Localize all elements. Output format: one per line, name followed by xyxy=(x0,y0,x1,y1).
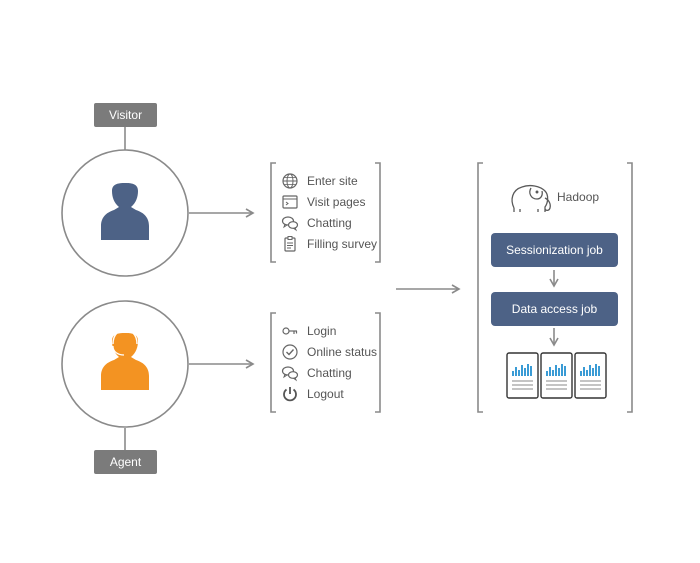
visitor-event-list: Enter site Visit pages Chatting Filling … xyxy=(281,172,377,256)
list-item-label: Chatting xyxy=(307,366,352,380)
hadoop-elephant-icon xyxy=(511,184,551,212)
report-document-icon xyxy=(574,352,607,399)
data-access-job-box: Data access job xyxy=(491,292,618,326)
chat-bubbles-icon xyxy=(281,214,299,232)
report-document-icon xyxy=(540,352,573,399)
list-item: Enter site xyxy=(281,172,358,190)
list-item: Chatting xyxy=(281,214,352,232)
list-item-label: Visit pages xyxy=(307,195,366,209)
list-item: Visit pages xyxy=(281,193,365,211)
agent-list-right-bracket xyxy=(375,312,381,413)
list-item-label: Logout xyxy=(307,387,344,401)
agent-person-icon xyxy=(101,329,149,390)
report-documents xyxy=(506,352,607,399)
visitor-tag: Visitor xyxy=(94,103,157,127)
list-item: Filling survey xyxy=(281,235,377,253)
list-item-label: Enter site xyxy=(307,174,358,188)
visitor-circle xyxy=(61,149,189,277)
agent-tag: Agent xyxy=(94,450,157,474)
clipboard-icon xyxy=(281,235,299,253)
list-item: Login xyxy=(281,322,336,340)
list-item: Chatting xyxy=(281,364,352,382)
hadoop-left-bracket xyxy=(477,162,483,413)
hadoop-right-bracket xyxy=(627,162,633,413)
hadoop-label: Hadoop xyxy=(557,190,600,204)
power-icon xyxy=(281,385,299,403)
agent-list-left-bracket xyxy=(270,312,276,413)
sessionization-job-box: Sessionization job xyxy=(491,233,618,267)
visitor-person-icon xyxy=(101,183,149,240)
report-document-icon xyxy=(506,352,539,399)
chat-bubbles-icon xyxy=(281,364,299,382)
list-item: Online status xyxy=(281,343,377,361)
globe-icon xyxy=(281,172,299,190)
agent-circle xyxy=(61,300,189,428)
visitor-list-left-bracket xyxy=(270,162,276,263)
list-item-label: Online status xyxy=(307,345,378,359)
list-item-label: Login xyxy=(307,324,337,338)
list-item: Logout xyxy=(281,385,344,403)
list-item-label: Chatting xyxy=(307,216,352,230)
check-circle-icon xyxy=(281,343,299,361)
key-icon xyxy=(281,322,299,340)
browser-window-icon xyxy=(281,193,299,211)
headset-icon xyxy=(112,329,138,345)
visitor-list-right-bracket xyxy=(375,162,381,263)
list-item-label: Filling survey xyxy=(307,237,378,251)
agent-event-list: Login Online status Chatting Logout xyxy=(281,322,377,406)
